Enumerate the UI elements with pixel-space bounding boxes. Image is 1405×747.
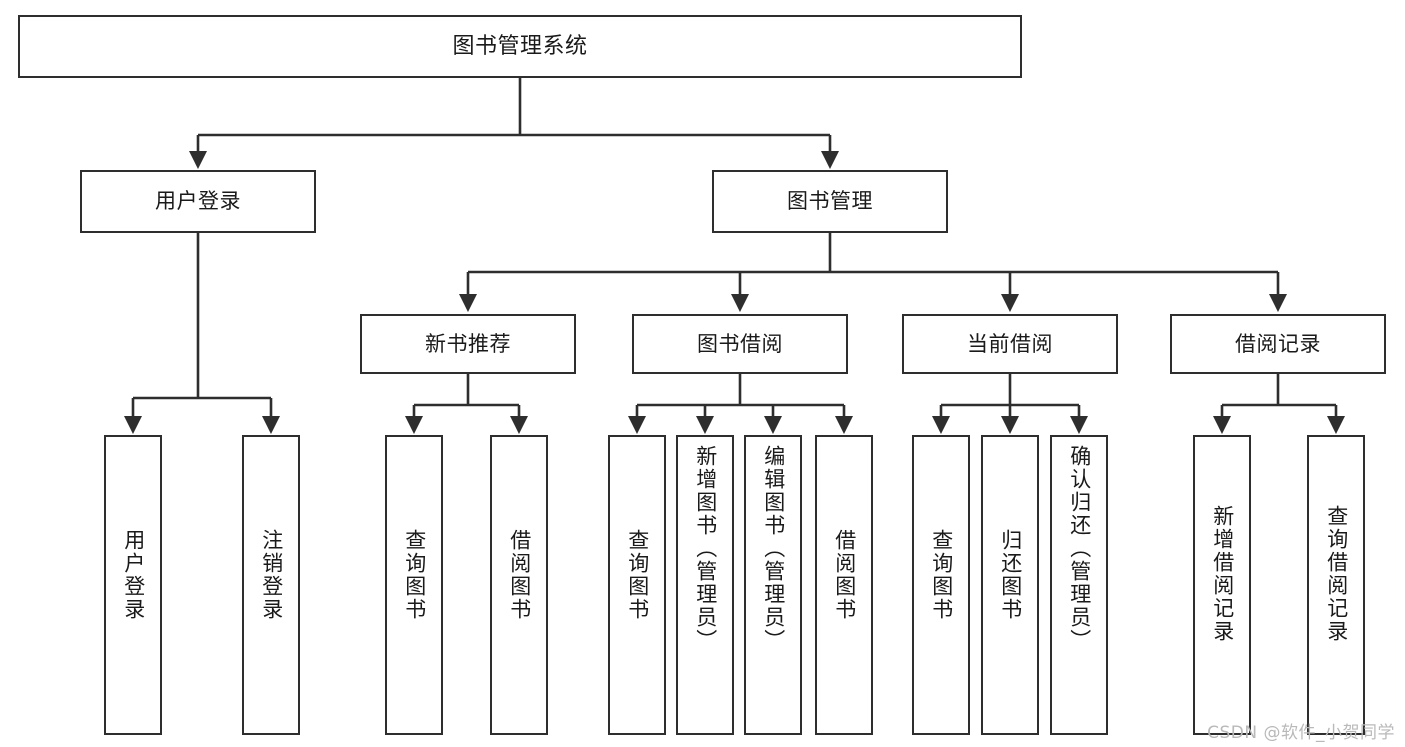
node-leaf-user-login[interactable]: 用户登录	[104, 435, 162, 735]
watermark-text: CSDN @软件_小贺同学	[1207, 723, 1395, 743]
node-label: 编辑图书（管理员）	[761, 445, 786, 652]
node-label: 借阅记录	[1235, 331, 1321, 356]
node-leaf-query-book-2[interactable]: 查询图书	[608, 435, 666, 735]
node-root-book-management-system[interactable]: 图书管理系统	[18, 15, 1022, 78]
node-label: 查询图书	[929, 529, 954, 621]
node-label: 归还图书	[998, 529, 1023, 621]
node-label: 新增借阅记录	[1210, 505, 1235, 643]
node-label: 用户登录	[121, 529, 146, 621]
node-leaf-edit-book-admin[interactable]: 编辑图书（管理员）	[744, 435, 802, 735]
node-book-borrow[interactable]: 图书借阅	[632, 314, 848, 374]
node-leaf-query-book-1[interactable]: 查询图书	[385, 435, 443, 735]
node-new-book-recommend[interactable]: 新书推荐	[360, 314, 576, 374]
node-current-borrow[interactable]: 当前借阅	[902, 314, 1118, 374]
node-book-management[interactable]: 图书管理	[712, 170, 948, 233]
node-leaf-add-borrow-record[interactable]: 新增借阅记录	[1193, 435, 1251, 735]
node-leaf-logout-login[interactable]: 注销登录	[242, 435, 300, 735]
node-label: 借阅图书	[507, 529, 532, 621]
node-label: 查询借阅记录	[1324, 505, 1349, 643]
node-label: 查询图书	[402, 529, 427, 621]
node-borrow-record[interactable]: 借阅记录	[1170, 314, 1386, 374]
node-label: 用户登录	[155, 189, 241, 214]
node-leaf-borrow-book-1[interactable]: 借阅图书	[490, 435, 548, 735]
node-label: 图书借阅	[697, 331, 783, 356]
node-label: 新增图书（管理员）	[693, 445, 718, 652]
node-leaf-confirm-return-admin[interactable]: 确认归还（管理员）	[1050, 435, 1108, 735]
node-label: 注销登录	[259, 529, 284, 621]
node-label: 图书管理	[787, 189, 873, 214]
node-user-login[interactable]: 用户登录	[80, 170, 316, 233]
node-label: 新书推荐	[425, 331, 511, 356]
node-label: 确认归还（管理员）	[1067, 445, 1092, 652]
node-leaf-query-book-3[interactable]: 查询图书	[912, 435, 970, 735]
node-leaf-add-book-admin[interactable]: 新增图书（管理员）	[676, 435, 734, 735]
node-label: 图书管理系统	[452, 33, 588, 59]
node-label: 查询图书	[625, 529, 650, 621]
node-leaf-return-book[interactable]: 归还图书	[981, 435, 1039, 735]
node-label: 借阅图书	[832, 529, 857, 621]
node-leaf-borrow-book-2[interactable]: 借阅图书	[815, 435, 873, 735]
node-label: 当前借阅	[967, 331, 1053, 356]
node-leaf-query-borrow-record[interactable]: 查询借阅记录	[1307, 435, 1365, 735]
